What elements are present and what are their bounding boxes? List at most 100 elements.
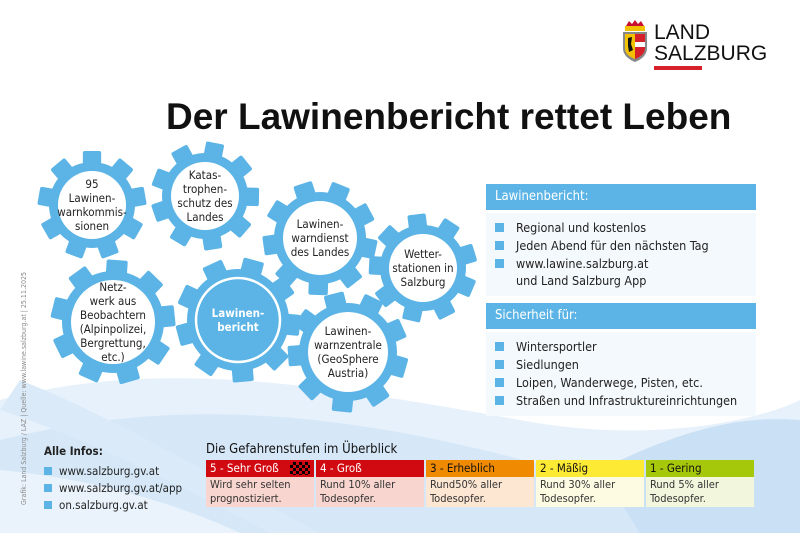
salzburg-coat-of-arms-logo xyxy=(623,20,647,62)
info-link[interactable]: www.salzburg.gv.at xyxy=(59,463,160,478)
gear-tooth xyxy=(151,168,171,190)
page-title: Der Lawinenbericht rettet Leben xyxy=(166,96,732,137)
gear-label: Lawinen- bericht xyxy=(211,306,265,334)
logo-wordmark: LAND SALZBURG xyxy=(654,22,767,64)
danger-level-description: Rund 30% aller Todesopfer. xyxy=(536,477,644,507)
gear-tooth xyxy=(359,294,383,315)
gear-tooth xyxy=(202,234,223,251)
danger-level-description: Rund 5% aller Todesopfer. xyxy=(646,477,754,507)
gear-tooth xyxy=(159,305,176,328)
logo-underline xyxy=(654,66,702,70)
gear-tooth xyxy=(354,203,375,226)
gear-tooth xyxy=(41,217,62,240)
gear-tooth xyxy=(111,158,133,180)
info-link[interactable]: www.salzburg.gv.at/app xyxy=(59,480,183,495)
gear-tooth xyxy=(151,200,170,222)
panel-heading: Sicherheit für: xyxy=(486,303,756,329)
bullet-square-icon xyxy=(44,500,52,509)
gear-tooth xyxy=(339,266,362,289)
gear-node xyxy=(262,181,378,296)
gear-node xyxy=(151,141,260,251)
gear-tooth xyxy=(122,217,143,240)
panel-heading: Lawinenbericht: xyxy=(486,184,756,210)
gear-tooth xyxy=(294,309,316,333)
gear-tooth xyxy=(308,280,329,296)
credit-line: Grafik: Land Salzburg / LAZ | Quelle: ww… xyxy=(20,272,28,505)
gear-tooth xyxy=(78,362,103,383)
bullet-square-icon xyxy=(44,483,52,492)
bullet-square-icon xyxy=(495,241,504,250)
gear-node xyxy=(37,151,147,259)
danger-level-description: Rund 10% aller Todesopfer. xyxy=(316,477,424,507)
gear-label: Lawinen- warnzentrale (GeoSphere Austria… xyxy=(314,324,382,380)
info-title: Alle Infos: xyxy=(44,444,103,458)
checkered-flag-icon xyxy=(290,462,310,475)
gear-tooth xyxy=(65,240,87,259)
danger-level-description: Rund50% aller Todesopfer. xyxy=(426,477,534,507)
gear-tooth xyxy=(327,182,350,202)
gear-tooth xyxy=(265,347,289,371)
gear-node xyxy=(368,213,477,323)
danger-level-description: Wird sehr selten prognostiziert. xyxy=(206,477,314,507)
gear-tooth xyxy=(324,291,347,310)
bullet-square-icon xyxy=(44,466,52,475)
gear-tooth xyxy=(105,259,128,275)
logo-line-1: LAND xyxy=(654,21,711,44)
gear-tooth xyxy=(298,377,322,401)
gear-label: Netz- werk aus Beobachtern (Alpinpolizei… xyxy=(79,280,147,364)
gear-tooth xyxy=(50,297,69,321)
gear-central xyxy=(175,257,301,383)
bullet-square-icon xyxy=(495,223,504,232)
gear-label: 95 Lawinen- warnkommis- sionen xyxy=(57,177,127,233)
gear-tooth xyxy=(272,276,295,301)
gear-tooth xyxy=(82,151,102,165)
gear-tooth xyxy=(262,234,279,256)
gear-tooth xyxy=(331,396,354,413)
gear-tooth xyxy=(459,243,477,265)
info-links: Alle Infos: www.salzburg.gv.at www.salzb… xyxy=(44,444,182,513)
gear-tooth xyxy=(147,340,170,365)
list-item: Loipen, Wanderwege, Pisten, etc. xyxy=(495,374,756,391)
gear-tooth xyxy=(366,385,390,407)
bullet-square-icon xyxy=(495,378,504,387)
gear-tooth xyxy=(171,145,193,165)
gear-tooth xyxy=(375,285,396,308)
gear-tooth xyxy=(97,240,119,259)
gear-tooth xyxy=(360,237,378,259)
gear-tooth xyxy=(37,186,54,207)
gear-tooth xyxy=(178,284,199,309)
gear-tooth xyxy=(231,155,252,178)
gear-tooth xyxy=(285,313,301,336)
gear-tooth xyxy=(287,345,303,367)
gear-tooth xyxy=(202,260,227,281)
gear-tooth xyxy=(175,322,194,346)
gear-node xyxy=(50,259,176,385)
danger-level-label: 3 - Erheblich xyxy=(426,460,534,477)
list-item: Jeden Abend für den nächsten Tag xyxy=(495,237,756,254)
gear-tooth xyxy=(407,213,428,230)
bullet-square-icon xyxy=(495,342,504,351)
gear-tooth xyxy=(389,355,409,378)
gear-label: Wetter- stationen in Salzburg xyxy=(392,247,454,289)
gear-tooth xyxy=(231,367,254,383)
list-item: www.lawine.salzburg.at und Land Salzburg… xyxy=(495,255,756,289)
gear-tooth xyxy=(68,266,93,289)
danger-level-label: 4 - Groß xyxy=(316,460,424,477)
danger-level-name: 4 - Groß xyxy=(320,461,362,475)
list-item: Wintersportler xyxy=(495,338,756,355)
danger-level-name: 1 - Gering xyxy=(650,461,702,475)
danger-level-name: 2 - Mäßig xyxy=(540,461,589,475)
gear-tooth xyxy=(130,186,147,207)
danger-level-label: 2 - Mäßig xyxy=(536,460,644,477)
panel-sicherheit: Sicherheit für: Wintersportler Siedlunge… xyxy=(486,303,756,416)
list-item: Siedlungen xyxy=(495,356,756,373)
info-link[interactable]: on.salzburg.gv.at xyxy=(59,497,148,512)
gear-tooth xyxy=(275,264,298,287)
bullet-square-icon xyxy=(495,396,504,405)
